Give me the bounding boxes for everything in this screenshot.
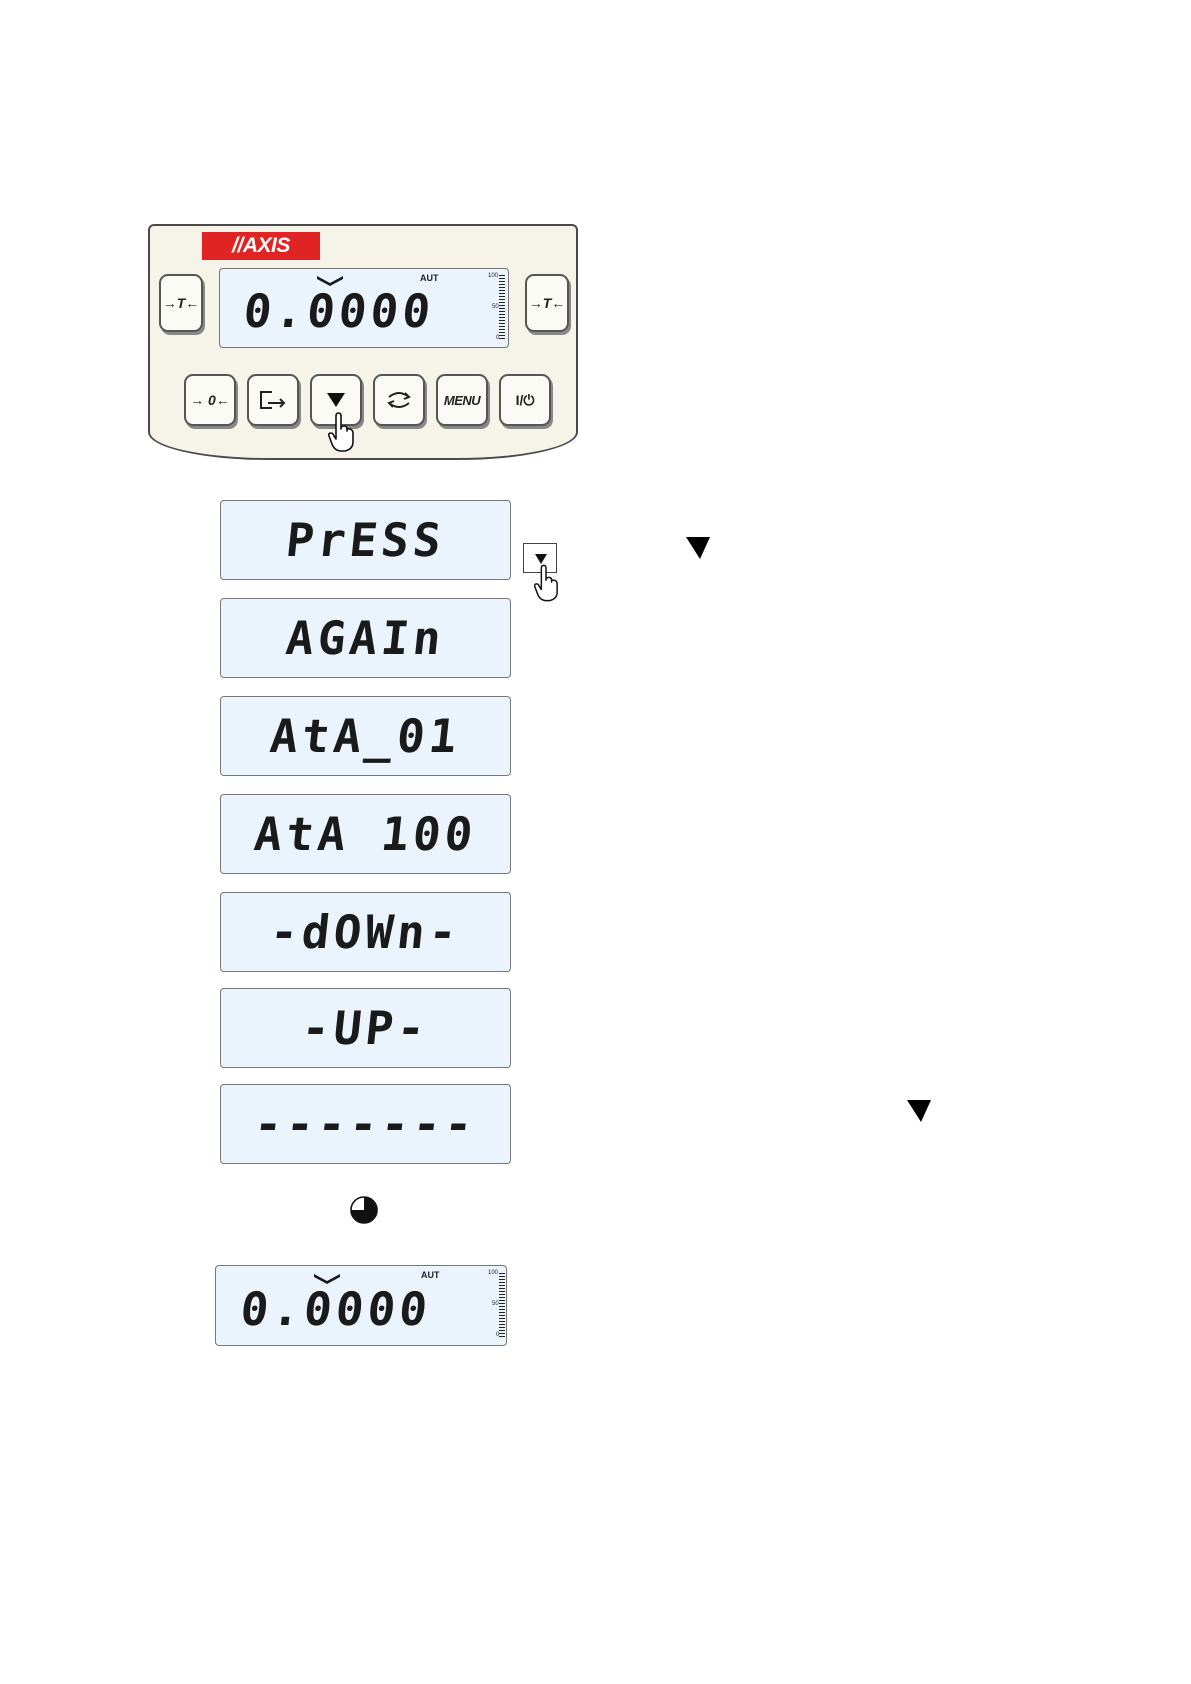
bargraph-tick [499,1336,505,1337]
bargraph-tick [499,1318,505,1319]
bargraph-tick [499,329,505,330]
zero-label: → 0← [190,392,230,408]
display-text: -UP- [217,989,514,1067]
bargraph-tick [499,1276,505,1277]
pointer-hand-icon [533,564,559,602]
bargraph-tick [499,287,505,288]
bar-label-50: 50 [492,1301,499,1307]
mode-switch-button[interactable] [373,374,425,426]
bargraph-tick [499,338,505,339]
pointer-hand-icon [327,412,355,452]
bargraph-tick [499,1294,505,1295]
zero-button[interactable]: → 0← [184,374,236,426]
bargraph-tick [499,302,505,303]
bargraph-tick [499,275,505,276]
bargraph-tick [499,1324,505,1325]
bargraph-tick [499,290,505,291]
bargraph-tick [499,1282,505,1283]
down-triangle-icon [907,1100,931,1122]
display-text: AtA 100 [217,795,514,873]
bargraph-tick [499,326,505,327]
bargraph-tick [499,296,505,297]
display-text: ------- [217,1085,514,1163]
bargraph-tick [499,317,505,318]
weight-readout: 0.0000 [216,275,462,347]
bargraph-tick [499,320,505,321]
bargraph-tick [499,308,505,309]
bargraph-tick [499,314,505,315]
down-triangle-icon [327,393,345,407]
tare-label: →T← [529,295,566,311]
bargraph-tick [499,1306,505,1307]
bargraph-tick [499,281,505,282]
axis-logo: //AXIS [202,232,320,260]
bargraph-tick [499,305,505,306]
print-export-icon [258,389,288,411]
capacity-bargraph [499,275,505,341]
display-text: AtA_01 [217,697,514,775]
tare-button-right[interactable]: →T← [525,274,569,332]
sequence-display: PrESS [220,500,511,580]
tare-label: →T← [163,295,200,311]
bargraph-tick [499,311,505,312]
bargraph-tick [499,1333,505,1334]
display-text: -dOWn- [217,893,514,971]
display-text: AGAIn [217,599,514,677]
menu-button[interactable]: MENU [436,374,488,426]
bargraph-tick [499,1285,505,1286]
sequence-display: -dOWn- [220,892,511,972]
bargraph-tick [499,1321,505,1322]
bargraph-tick [499,293,505,294]
down-triangle-icon [535,554,547,564]
bargraph-tick [499,1288,505,1289]
bargraph-tick [499,323,505,324]
clock-icon [349,1195,379,1225]
bargraph-tick [499,335,505,336]
capacity-bargraph [499,1273,505,1339]
bargraph-tick [499,1327,505,1328]
sequence-display: ------- [220,1084,511,1164]
bargraph-tick [499,1330,505,1331]
sequence-display: AGAIn [220,598,511,678]
print-button[interactable] [247,374,299,426]
power-button[interactable]: I/⏻ [499,374,551,426]
power-label: I/⏻ [516,392,535,409]
weight-readout: 0.0000 [212,1272,460,1345]
sequence-display: -UP- [220,988,511,1068]
bargraph-tick [499,1297,505,1298]
display-text: PrESS [217,501,514,579]
bar-label-100: 100 [488,1270,498,1276]
main-display: AUT 0.0000 100 50 0 [219,268,509,348]
bargraph-tick [499,1291,505,1292]
down-triangle-icon [686,537,710,559]
cycle-arrows-icon [385,389,413,411]
bargraph-tick [499,299,505,300]
bargraph-tick [499,1315,505,1316]
bar-label-50: 50 [492,304,499,310]
sequence-display: AtA_01 [220,696,511,776]
menu-label: MENU [444,393,480,408]
bargraph-tick [499,284,505,285]
bar-label-100: 100 [488,273,498,279]
bargraph-tick [499,1312,505,1313]
bargraph-tick [499,1303,505,1304]
bargraph-tick [499,1273,505,1274]
sequence-display: AtA 100 [220,794,511,874]
final-display: AUT 0.0000 100 50 0 [215,1265,507,1346]
bargraph-tick [499,332,505,333]
bargraph-tick [499,1279,505,1280]
bargraph-tick [499,1300,505,1301]
tare-button-left[interactable]: →T← [159,274,203,332]
bargraph-tick [499,278,505,279]
bargraph-tick [499,1309,505,1310]
